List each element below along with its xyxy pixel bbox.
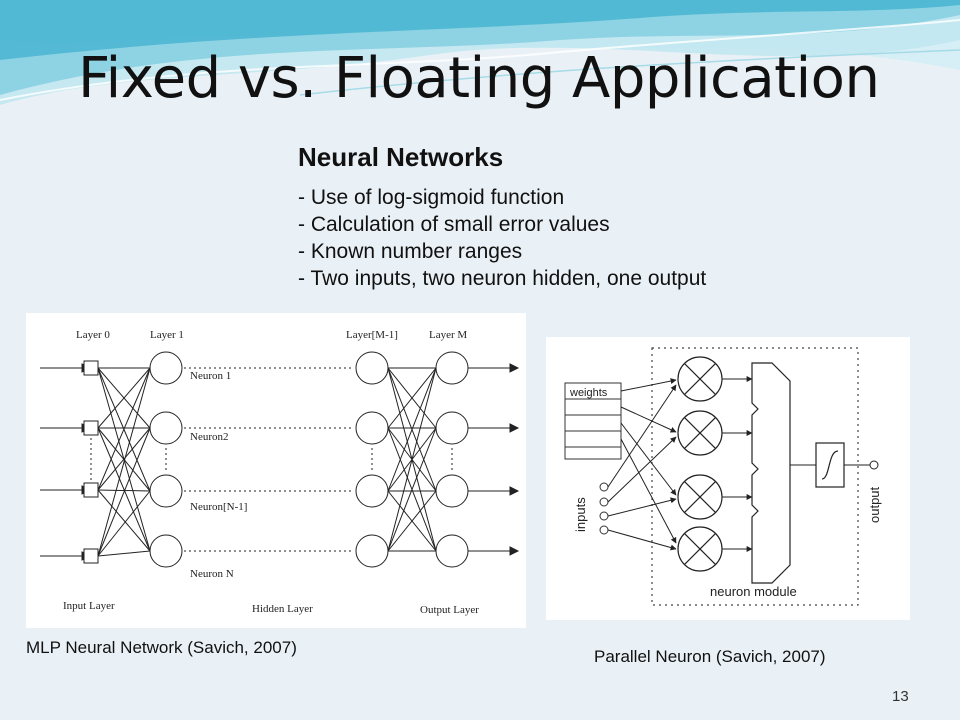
connections-input-to-layer1: [97, 367, 151, 557]
neuron-module-box: [651, 347, 859, 606]
layer-m-neurons: [435, 351, 469, 568]
layer-m-label: Layer M: [429, 329, 467, 341]
neuron-1-label: Neuron 1: [190, 370, 231, 382]
input-connectors: [599, 482, 609, 535]
sigmoid-block: [815, 442, 845, 488]
bullet-list: - Use of log-sigmoid function - Calculat…: [298, 184, 706, 292]
slide-title: Fixed vs. Floating Application: [78, 46, 880, 111]
bullet-item: - Two inputs, two neuron hidden, one out…: [298, 267, 707, 290]
layer1-neurons: [149, 351, 183, 568]
input-nodes: [83, 360, 99, 564]
multiplier-nodes: [677, 356, 723, 572]
header-wave-line-2: [299, 49, 960, 96]
input-layer-label: Input Layer: [63, 600, 115, 612]
mlp-figure-caption: MLP Neural Network (Savich, 2007): [26, 638, 297, 657]
parallel-neuron-caption: Parallel Neuron (Savich, 2007): [594, 647, 826, 666]
output-arrows: [468, 363, 520, 556]
weights-block: [564, 382, 622, 460]
bullet-item: - Known number ranges: [298, 240, 523, 263]
sigmoid-to-output-link: [844, 460, 879, 470]
parallel-neuron-figure: weights inputs: [546, 337, 910, 620]
inputs-label: inputs: [573, 497, 588, 532]
neuron-n1-label: Neuron[N-1]: [190, 501, 247, 513]
connections-m1-to-m: [387, 367, 437, 552]
layer-0-label: Layer 0: [76, 329, 110, 341]
weight-and-input-links: [607, 378, 677, 551]
layer-1-label: Layer 1: [150, 329, 184, 341]
hidden-layer-label: Hidden Layer: [252, 603, 313, 615]
mlp-network-graph: [40, 351, 520, 568]
bullet-item: - Use of log-sigmoid function: [298, 186, 565, 209]
header-wave-dark: [0, 0, 960, 60]
layer-m1-label: Layer[M-1]: [346, 329, 398, 341]
neuron-2-label: Neuron2: [190, 431, 229, 443]
layer-m1-neurons: [355, 351, 389, 568]
multiplier-to-adder-links: [722, 376, 753, 552]
output-layer-label: Output Layer: [420, 604, 479, 616]
mlp-figure: Layer 0 Layer 1 Layer[M-1] Layer M Neuro…: [26, 313, 526, 628]
hidden-dotted-links: [184, 367, 354, 552]
input-arrows: [40, 363, 92, 561]
adder-block: [751, 362, 791, 584]
header-wave-line: [0, 19, 960, 101]
neuron-module-label: neuron module: [710, 584, 797, 599]
section-heading: Neural Networks: [298, 142, 504, 172]
weights-label: weights: [569, 387, 608, 399]
neuron-n-label: Neuron N: [190, 568, 234, 580]
page-number: 13: [892, 688, 909, 705]
bullet-item: - Calculation of small error values: [298, 213, 610, 236]
output-label: output: [867, 486, 882, 523]
